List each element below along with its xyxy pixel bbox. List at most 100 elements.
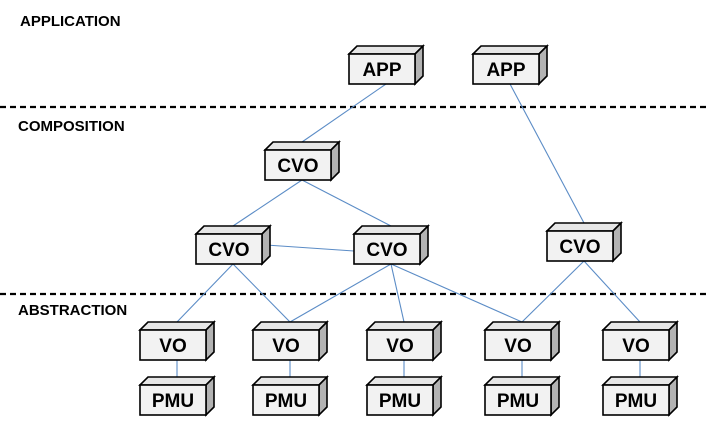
composition-layer-label: COMPOSITION: [18, 118, 125, 135]
box-front-face: [139, 329, 207, 361]
box-front-face: [353, 233, 421, 265]
box-side-face: [261, 224, 271, 266]
box-front-face: [546, 230, 614, 262]
box-side-face: [318, 320, 328, 362]
edge-cvo-mid-left-vo1: [176, 263, 234, 323]
vo2-label: VO: [272, 336, 299, 357]
box-front-face: [195, 233, 263, 265]
box-front-face: [348, 53, 416, 85]
application-layer-label: APPLICATION: [20, 13, 121, 30]
box-side-face: [550, 375, 560, 417]
edge-cvo-mid-left-vo2: [232, 263, 291, 323]
edge-app2-cvo-right: [509, 83, 585, 224]
vo2-node: VO: [251, 320, 329, 362]
box-side-face: [205, 320, 215, 362]
cvo-mid-left-node: CVO: [194, 224, 272, 266]
pmu2-node: PMU: [251, 375, 329, 417]
box-side-face: [419, 224, 429, 266]
box-side-face: [330, 140, 340, 182]
cvo-mid-right-label: CVO: [366, 240, 407, 261]
box-top-face: [263, 141, 341, 151]
box-side-face: [550, 320, 560, 362]
pmu5-node: PMU: [601, 375, 679, 417]
app2-label: APP: [486, 60, 525, 81]
box-front-face: [366, 329, 434, 361]
connections: [176, 83, 641, 377]
cvo-top-label: CVO: [277, 156, 318, 177]
vo3-node: VO: [365, 320, 443, 362]
vo5-label: VO: [622, 336, 649, 357]
box-top-face: [483, 376, 561, 386]
box-top-face: [138, 376, 216, 386]
box-top-face: [545, 222, 623, 232]
edge-cvo-right-vo5: [583, 260, 641, 323]
cvo-top-node: CVO: [263, 140, 341, 182]
app1-node: APP: [347, 44, 425, 86]
box-side-face: [205, 375, 215, 417]
pmu4-label: PMU: [497, 391, 539, 412]
abstraction-layer-label: ABSTRACTION: [18, 302, 127, 319]
edge-cvo-right-vo4: [521, 260, 585, 323]
cvo-mid-right-node: CVO: [352, 224, 430, 266]
edge-app1-cvo-top: [301, 83, 387, 143]
vo4-label: VO: [504, 336, 531, 357]
cvo-right-node: CVO: [545, 221, 623, 263]
pmu3-node: PMU: [365, 375, 443, 417]
edge-cvo-top-cvo-mid-left: [232, 179, 303, 227]
pmu2-label: PMU: [265, 391, 307, 412]
pmu5-label: PMU: [615, 391, 657, 412]
box-top-face: [251, 376, 329, 386]
box-top-face: [352, 225, 430, 235]
box-side-face: [612, 221, 622, 263]
box-side-face: [668, 320, 678, 362]
box-top-face: [194, 225, 272, 235]
box-front-face: [484, 329, 552, 361]
edge-cvo-mid-right-vo4: [390, 263, 523, 323]
vo5-node: VO: [601, 320, 679, 362]
box-side-face: [432, 375, 442, 417]
box-top-face: [365, 321, 443, 331]
vo3-label: VO: [386, 336, 413, 357]
layer-labels: APPLICATION COMPOSITION ABSTRACTION: [18, 13, 127, 319]
app1-label: APP: [362, 60, 401, 81]
pmu4-node: PMU: [483, 375, 561, 417]
box-top-face: [601, 321, 679, 331]
box-front-face: [139, 384, 207, 416]
box-front-face: [252, 384, 320, 416]
nodes: APP APP CVO CVO CVO CVO VO VO VO VO VO PMU PMU PMU PMU…: [138, 44, 679, 417]
box-top-face: [601, 376, 679, 386]
box-top-face: [251, 321, 329, 331]
box-front-face: [602, 329, 670, 361]
box-side-face: [432, 320, 442, 362]
edge-cvo-top-cvo-mid-right: [301, 179, 392, 227]
box-side-face: [318, 375, 328, 417]
edge-cvo-mid-right-vo3: [390, 263, 405, 323]
edge-cvo-mid-left-cvo-mid-right: [265, 244, 355, 252]
vo1-label: VO: [159, 336, 186, 357]
pmu1-label: PMU: [152, 391, 194, 412]
box-side-face: [668, 375, 678, 417]
box-side-face: [538, 44, 548, 86]
box-front-face: [264, 149, 332, 181]
box-top-face: [138, 321, 216, 331]
box-front-face: [252, 329, 320, 361]
layer-dividers: [0, 105, 706, 296]
vo4-node: VO: [483, 320, 561, 362]
box-front-face: [366, 384, 434, 416]
cvo-mid-left-label: CVO: [208, 240, 249, 261]
app2-node: APP: [471, 44, 549, 86]
box-top-face: [365, 376, 443, 386]
box-top-face: [347, 45, 425, 55]
edge-cvo-mid-right-vo2: [289, 263, 392, 323]
pmu1-node: PMU: [138, 375, 216, 417]
box-side-face: [414, 44, 424, 86]
pmu3-label: PMU: [379, 391, 421, 412]
box-front-face: [484, 384, 552, 416]
box-front-face: [472, 53, 540, 85]
box-top-face: [483, 321, 561, 331]
vo1-node: VO: [138, 320, 216, 362]
box-top-face: [471, 45, 549, 55]
box-front-face: [602, 384, 670, 416]
cvo-right-label: CVO: [559, 237, 600, 258]
